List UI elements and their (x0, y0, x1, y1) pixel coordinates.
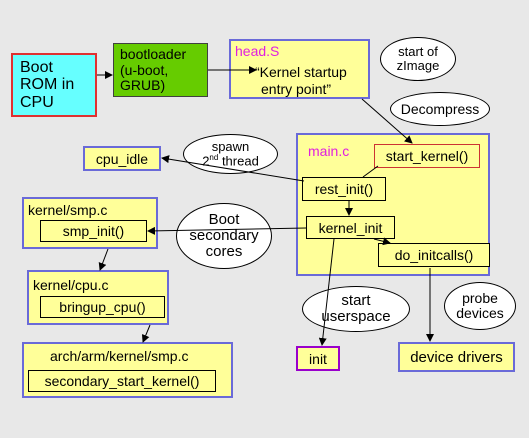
kernel-init-func: kernel_init (306, 216, 395, 239)
boot-secondary-line-2: secondary (189, 227, 259, 245)
boot-rom-line-3: CPU (20, 93, 54, 111)
arrow-smpinit-to-cpuc (98, 248, 109, 271)
probe-devices-bubble: probe devices (444, 282, 516, 330)
decompress-label: Decompress (400, 100, 480, 117)
boot-secondary-cores-bubble: Boot secondary cores (176, 203, 272, 269)
start-userspace-line-2: userspace (321, 308, 391, 325)
probe-devices-line-1: probe (462, 290, 498, 307)
spawn-line-2-rest: thread (218, 153, 259, 169)
head-s-title: head.S (235, 43, 280, 59)
start-userspace-line-1: start (341, 292, 371, 310)
probe-devices-line-2: devices (456, 305, 504, 321)
start-of-zimage-line-2: zImage (396, 58, 440, 73)
arrow-bringupcpu-to-archsmp (141, 324, 151, 343)
start-kernel-func: start_kernel() (374, 144, 480, 168)
smp-init-func: smp_init() (40, 220, 147, 242)
init-box: init (296, 346, 340, 371)
bootloader-line-2: (u-boot, (120, 61, 169, 78)
decompress-bubble: Decompress (390, 92, 490, 126)
boot-rom-box: Boot ROM in CPU (11, 53, 97, 117)
spawn-ordinal-suffix: nd (209, 152, 219, 162)
bootloader-line-1: bootloader (120, 46, 187, 62)
arch-arm-smp-c-title: arch/arm/kernel/smp.c (50, 348, 189, 364)
boot-secondary-line-3: cores (205, 242, 243, 260)
spawn-line-2: 2nd thread (202, 152, 259, 169)
head-s-box: head.S “Kernel startup entry point” (229, 39, 370, 99)
start-userspace-bubble: start userspace (302, 286, 410, 332)
cpu-idle-box: cpu_idle (83, 146, 161, 171)
bringup-cpu-func: bringup_cpu() (40, 296, 165, 318)
secondary-start-kernel-func: secondary_start_kernel() (28, 370, 216, 392)
do-initcalls-func: do_initcalls() (378, 243, 490, 267)
device-drivers-box: device drivers (398, 342, 515, 372)
head-s-line-2: entry point” (261, 81, 332, 97)
start-of-zimage-line-1: start of (398, 44, 438, 60)
main-c-title: main.c (308, 143, 350, 159)
boot-rom-line-2: ROM in (20, 76, 75, 94)
bootloader-box: bootloader (u-boot, GRUB) (113, 43, 208, 97)
rest-init-func: rest_init() (302, 177, 386, 201)
kernel-cpu-c-title: kernel/cpu.c (33, 277, 109, 293)
bootloader-line-3: GRUB) (120, 77, 166, 94)
kernel-smp-c-title: kernel/smp.c (28, 202, 108, 218)
head-s-line-1: “Kernel startup (255, 64, 347, 80)
spawn-line-1: spawn (211, 139, 250, 155)
boot-rom-line-1: Boot (20, 59, 53, 76)
start-of-zimage-bubble: start of zImage (380, 37, 456, 81)
boot-secondary-line-1: Boot (208, 211, 240, 229)
spawn-thread-bubble: spawn 2nd thread (183, 134, 278, 174)
